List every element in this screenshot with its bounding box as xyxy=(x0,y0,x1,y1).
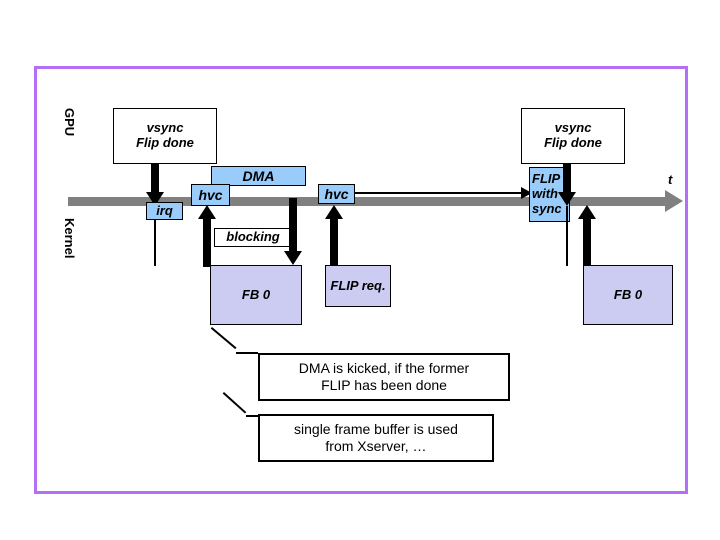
vsync-left-line1: vsync xyxy=(146,120,184,136)
dma-to-fb0-arrow-shaft xyxy=(289,198,297,253)
flip-with-sync-line3: sync xyxy=(532,200,562,216)
vsync-to-irq-arrow-shaft xyxy=(151,164,159,194)
timeline-axis xyxy=(68,197,672,206)
slide-border xyxy=(34,66,688,494)
blocking-box: blocking xyxy=(214,228,292,247)
flip-with-sync-line2: with xyxy=(532,186,558,202)
vsync-left-line2: Flip done xyxy=(136,135,194,150)
fb0-right-to-timeline-arrow-shaft xyxy=(583,219,591,271)
lane-label-gpu: GPU xyxy=(62,108,77,137)
vsync-right-arrow-head-icon xyxy=(558,192,576,206)
vsync-flip-done-box-right: vsync Flip done xyxy=(521,108,625,164)
note-box-single-framebuffer: single frame buffer is used from Xserver… xyxy=(258,414,494,462)
flip-req-box: FLIP req. xyxy=(325,265,391,307)
timeline-axis-label: t xyxy=(668,172,673,187)
flipreq-to-hvc-arrow-head-icon xyxy=(325,205,343,219)
vsync-right-line1: vsync xyxy=(554,120,592,136)
fb0-right-to-timeline-arrow-head-icon xyxy=(578,205,596,219)
irq-lifeline xyxy=(154,220,156,266)
hvc-to-flip-arrow-head-icon xyxy=(521,187,532,199)
vsync-right-arrow-shaft xyxy=(563,164,571,194)
vsync-right-line2: Flip done xyxy=(544,135,602,150)
irq-box: irq xyxy=(146,202,183,220)
fb0-box-right: FB 0 xyxy=(583,265,673,325)
note2-line1: single frame buffer is used xyxy=(294,420,458,437)
fb0-to-hvc-arrow-head-icon xyxy=(198,205,216,219)
timeline-arrow-head-icon xyxy=(665,190,683,212)
callout-1-leader-horizontal xyxy=(236,352,258,354)
fb0-to-hvc-arrow-shaft xyxy=(203,219,211,267)
hvc-to-flip-arrow-shaft xyxy=(355,192,523,194)
dma-box: DMA xyxy=(211,166,306,186)
dma-to-fb0-arrow-head-icon xyxy=(284,251,302,265)
flip-with-sync-line1: FLIP xyxy=(532,171,561,187)
note1-line1: DMA is kicked, if the former xyxy=(298,359,470,376)
vsync-flip-done-box-left: vsync Flip done xyxy=(113,108,217,164)
note-box-dma-kicked: DMA is kicked, if the former FLIP has be… xyxy=(258,353,510,401)
lane-label-kernel: Kernel xyxy=(62,218,77,259)
note1-line2: FLIP has been done xyxy=(321,377,447,393)
vsync-right-lifeline xyxy=(566,206,568,266)
hvc-box-first: hvc xyxy=(191,184,230,206)
note2-line2: from Xserver, … xyxy=(325,438,427,454)
hvc-box-second: hvc xyxy=(318,184,355,204)
callout-2-leader-horizontal xyxy=(246,415,266,417)
fb0-box-left: FB 0 xyxy=(210,265,302,325)
flipreq-to-hvc-arrow-shaft xyxy=(330,219,338,267)
